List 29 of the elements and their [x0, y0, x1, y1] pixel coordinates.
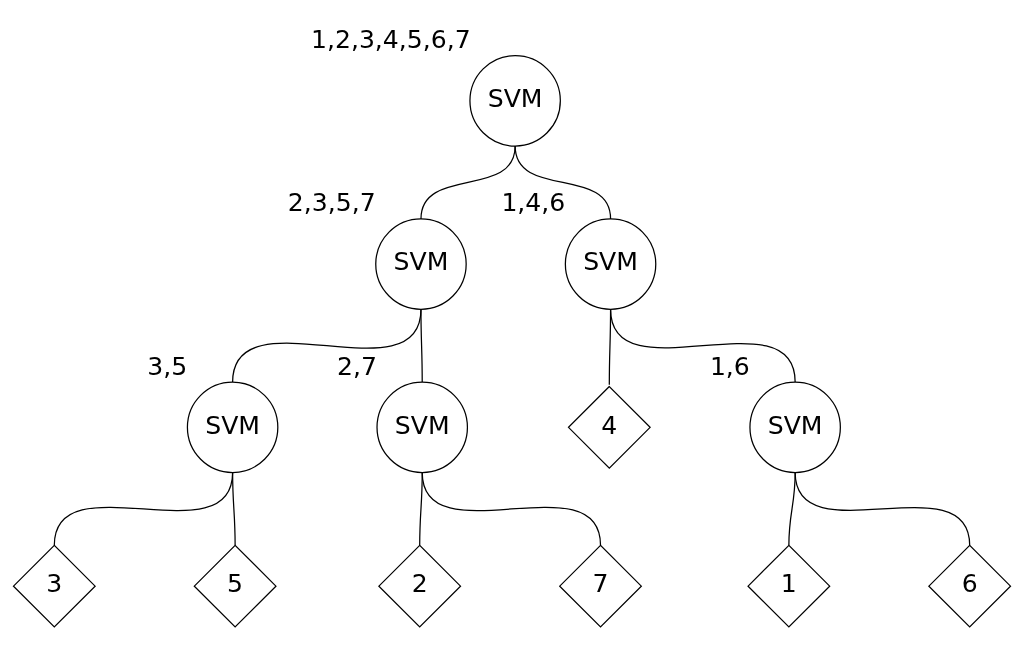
node-diamond: 2	[378, 544, 462, 628]
connector	[609, 308, 796, 383]
connector	[794, 471, 971, 546]
node-diamond: 3	[12, 544, 96, 628]
node-label: 2,7	[336, 351, 377, 381]
node-diamond: 6	[928, 544, 1012, 628]
node-label: 3,5	[147, 351, 188, 381]
node-circle: SVM	[186, 381, 279, 474]
node-diamond: 4	[567, 385, 651, 470]
connector	[421, 471, 602, 546]
connector	[420, 145, 516, 220]
node-diamond: 5	[193, 544, 277, 628]
connector	[232, 308, 422, 383]
node-circle: SVM	[564, 218, 657, 310]
node-diamond: 7	[558, 544, 643, 628]
node-circle: SVM	[375, 218, 467, 310]
connector	[788, 471, 796, 546]
node-label: 1,2,3,4,5,6,7	[310, 25, 471, 55]
node-label: 2,3,5,7	[287, 188, 376, 218]
connector	[420, 308, 423, 383]
node-circle: SVM	[749, 381, 841, 474]
node-label: 1,6	[709, 351, 750, 381]
node-circle: SVM	[376, 381, 469, 474]
connector	[232, 471, 236, 546]
node-label: 1,4,6	[501, 188, 566, 218]
node-circle: SVM	[469, 55, 561, 147]
connector	[53, 471, 234, 546]
connector	[514, 145, 612, 220]
node-diamond: 1	[747, 544, 831, 628]
